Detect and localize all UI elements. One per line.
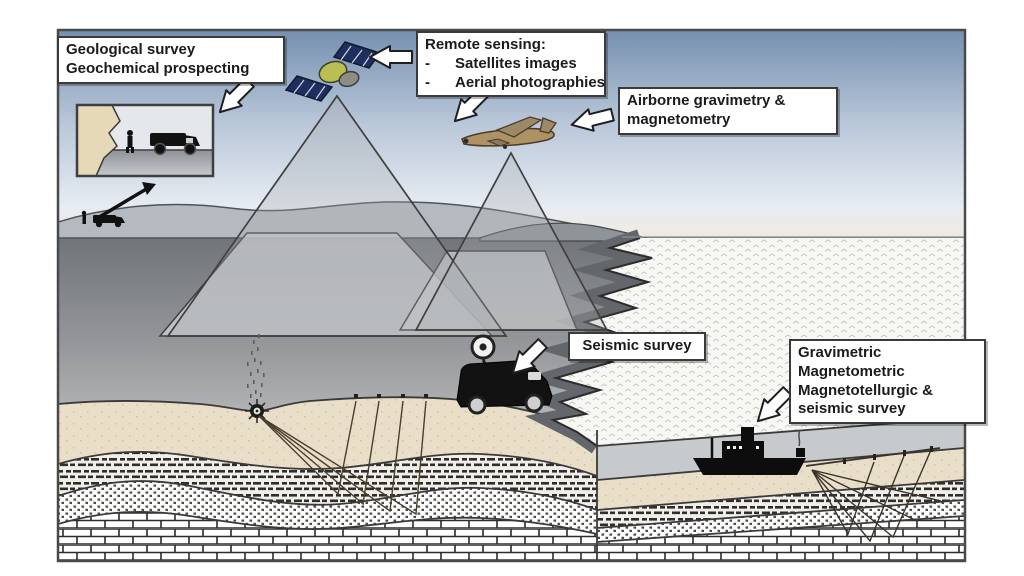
label-airborne-gravimetry: Airborne gravimetry & magnetometry xyxy=(618,87,838,135)
label-line: Geochemical prospecting xyxy=(66,59,250,77)
inset-truck-icon xyxy=(150,133,200,156)
marine-sand-layer xyxy=(597,448,964,510)
dotted-sandstone-layer xyxy=(58,481,597,534)
arrow-to-truck-icon xyxy=(511,338,548,375)
survey-ship-icon xyxy=(693,427,806,475)
satellite-survey-cone xyxy=(166,94,508,337)
arrow-to-inset-icon xyxy=(218,77,255,114)
label-line: Magnetometric xyxy=(798,362,905,380)
inset-pointer-arrow xyxy=(95,186,149,221)
explosion-spray xyxy=(247,334,265,398)
label-geological-survey: Geological survey Geochemical prospectin… xyxy=(57,36,285,84)
label-line: Seismic survey xyxy=(582,337,692,354)
label-line: Satellites images xyxy=(455,54,577,72)
marine-dotted-layer xyxy=(597,500,964,542)
geologist-inset-photo xyxy=(75,103,215,221)
satellite-icon xyxy=(284,41,382,102)
limestone-brick-layer xyxy=(58,511,597,560)
label-bullet-line: - Satellites images xyxy=(425,55,597,74)
label-line: Gravimetric xyxy=(798,344,882,361)
label-line: magnetometry xyxy=(627,110,731,128)
label-line: seismic survey xyxy=(798,400,906,418)
marine-dash-layer xyxy=(597,480,964,528)
geophone-sensors xyxy=(354,394,428,398)
bullet-dash: - xyxy=(425,54,430,72)
airplane-icon xyxy=(461,116,558,149)
streamer-receivers xyxy=(843,446,933,464)
label-line: Magnetotellurgic & xyxy=(798,381,934,399)
label-seismic-survey: Seismic survey xyxy=(568,332,706,361)
shot-point-explosion-icon xyxy=(245,334,269,423)
label-bullet-line: - Aerial photographies xyxy=(425,73,605,93)
label-remote-sensing: Remote sensing: - Satellites images - Ae… xyxy=(416,31,606,98)
field-truck-icon xyxy=(81,210,125,228)
arrow-airborne-to-plane-icon xyxy=(570,107,615,132)
arrow-to-satellite-icon xyxy=(369,45,413,69)
label-line: Aerial photographies xyxy=(455,73,606,91)
marine-brick-layer xyxy=(597,516,964,560)
bullet-dash: - xyxy=(425,73,430,91)
label-line: Geological survey xyxy=(66,41,196,58)
shale-dash-layer xyxy=(58,451,597,510)
label-marine-survey: Gravimetric Magnetometric Magnetotellurg… xyxy=(789,339,986,424)
water-wedge xyxy=(597,418,964,480)
diagram-frame xyxy=(56,28,967,563)
label-line: Remote sensing: xyxy=(425,36,546,53)
geologist-figure-icon xyxy=(126,130,134,153)
seismic-truck-icon xyxy=(456,334,553,415)
seismic-ray-paths xyxy=(258,400,427,516)
ship-smoke xyxy=(798,429,801,447)
label-line: Airborne gravimetry & xyxy=(627,92,786,109)
airplane-survey-cone xyxy=(414,151,609,331)
